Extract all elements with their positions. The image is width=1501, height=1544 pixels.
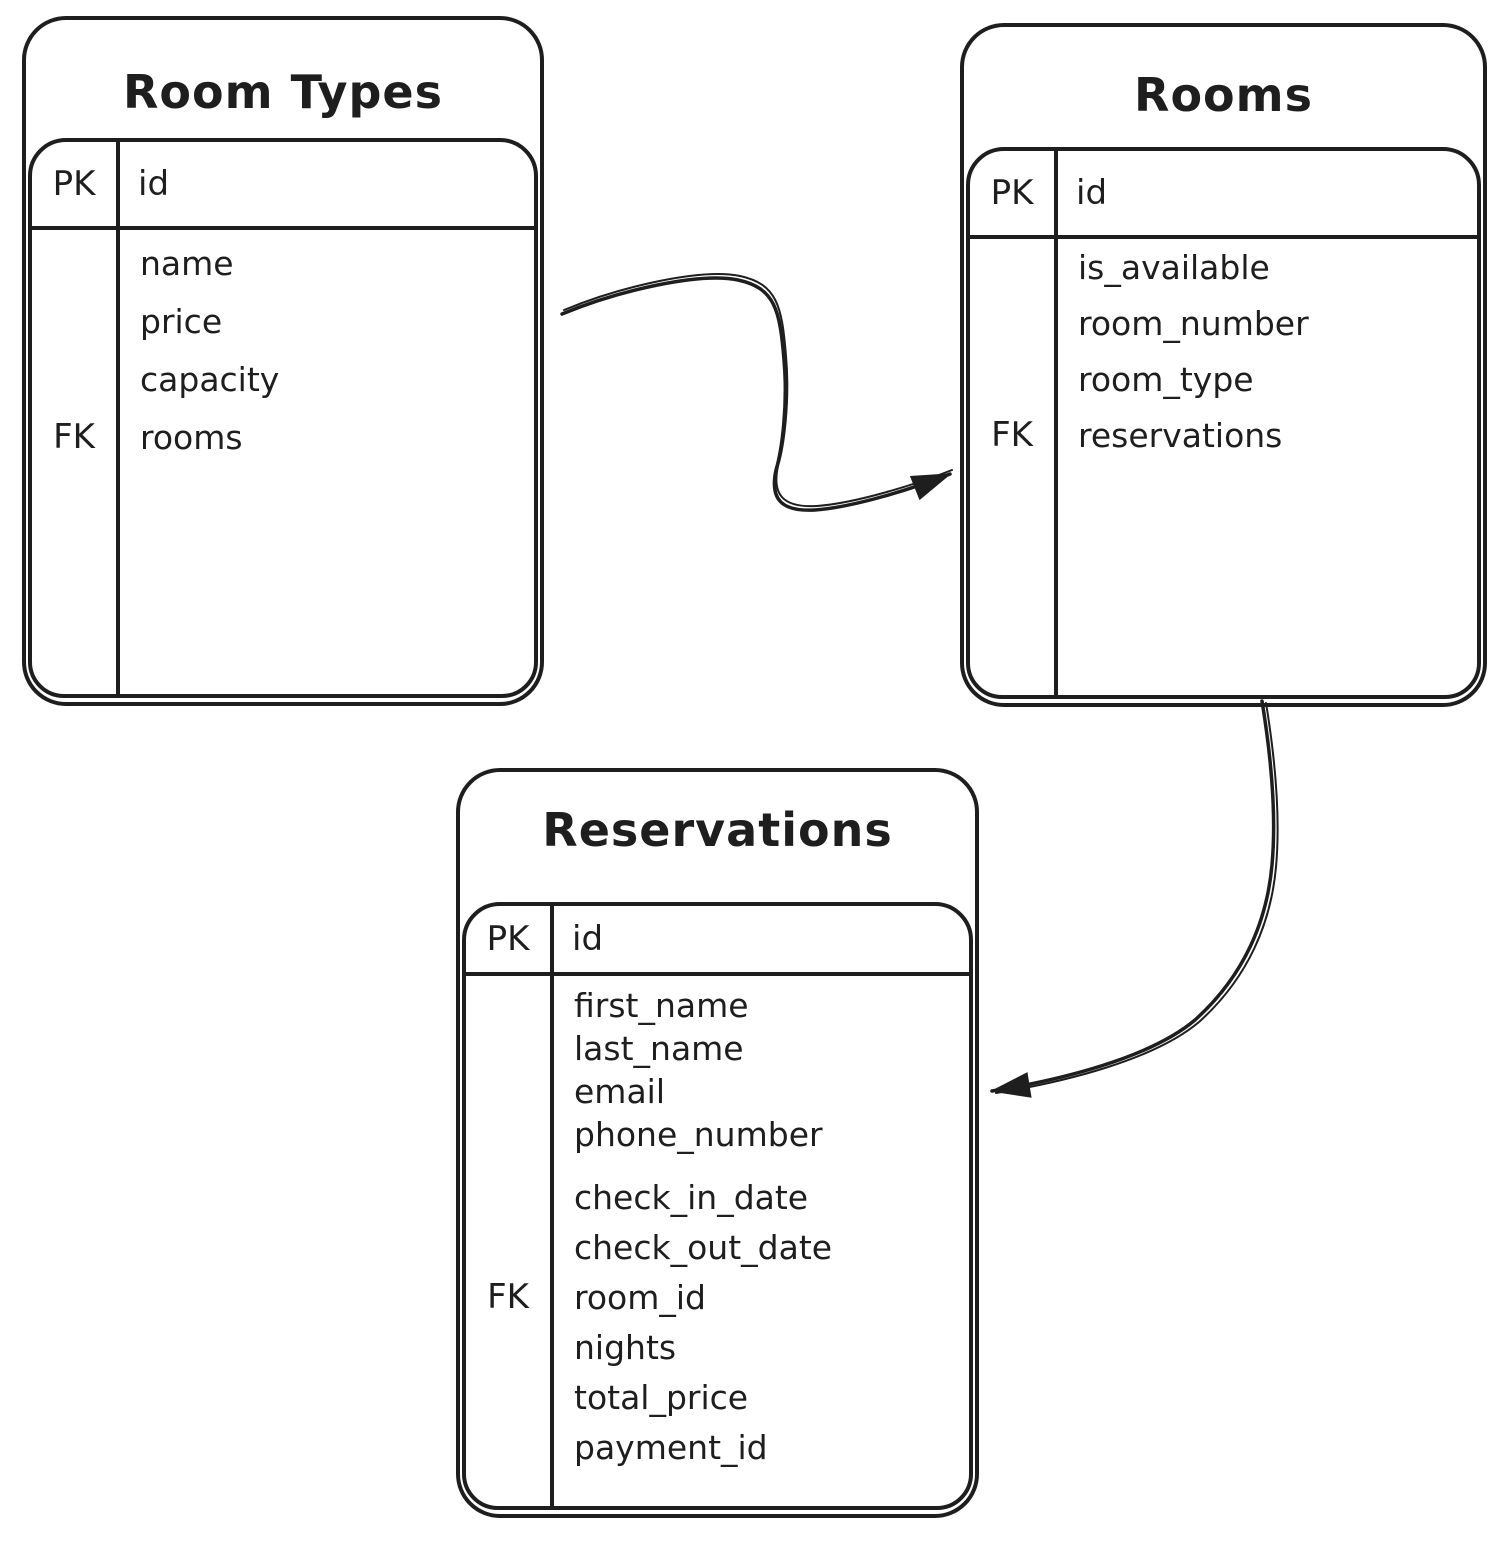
attribute-row: nights — [466, 1322, 969, 1372]
pk-field: id — [572, 919, 604, 959]
attribute-name: check_out_date — [574, 1227, 833, 1267]
attribute-row: room_number — [970, 295, 1477, 351]
attribute-rows: is_available room_number room_type FK re… — [970, 239, 1477, 695]
attribute-row: total_price — [466, 1372, 969, 1422]
attribute-name: phone_number — [574, 1115, 823, 1154]
entity-title: Reservations — [542, 803, 893, 857]
attribute-name: total_price — [574, 1377, 749, 1417]
attribute-name: room_number — [1078, 303, 1309, 343]
attribute-row: last_name — [466, 1027, 969, 1070]
attribute-row: check_in_date — [466, 1172, 969, 1222]
key-column-divider — [116, 142, 120, 694]
attribute-row: price — [32, 292, 534, 350]
entity-room-types[interactable]: Room Types PK id name price capacity — [22, 16, 544, 706]
arrow-rooms-to-reservations[interactable] — [990, 699, 1276, 1098]
attribute-name: room_id — [574, 1277, 706, 1317]
attribute-row: is_available — [970, 239, 1477, 295]
attribute-row: first_name — [466, 984, 969, 1027]
primary-key-row: PK id — [32, 142, 534, 230]
attribute-row: email — [466, 1070, 969, 1113]
primary-key-row: PK id — [970, 151, 1477, 239]
attribute-name: payment_id — [574, 1427, 768, 1467]
attribute-row: payment_id — [466, 1422, 969, 1472]
attribute-name: is_available — [1078, 247, 1270, 287]
pk-badge: PK — [486, 919, 530, 959]
key-column-divider — [550, 906, 554, 1506]
attribute-rows: name price capacity FK rooms — [32, 230, 534, 694]
attribute-name: nights — [574, 1327, 677, 1367]
key-column-divider — [1054, 151, 1058, 695]
attribute-row: FK rooms — [32, 408, 534, 466]
attribute-row: phone_number — [466, 1113, 969, 1156]
attribute-name: check_in_date — [574, 1177, 809, 1217]
entity-title: Room Types — [123, 65, 443, 119]
attribute-name: last_name — [574, 1029, 744, 1068]
entity-reservations[interactable]: Reservations PK id first_name last_name … — [456, 768, 979, 1518]
fk-badge: FK — [991, 415, 1033, 455]
pk-field: id — [1076, 173, 1108, 213]
attribute-row: capacity — [32, 350, 534, 408]
fk-badge: FK — [487, 1277, 529, 1317]
entity-rooms[interactable]: Rooms PK id is_available room_number roo… — [960, 23, 1487, 707]
attribute-row: FK reservations — [970, 407, 1477, 463]
attribute-name: capacity — [140, 359, 280, 399]
attribute-box: PK id name price capacity FK roo — [28, 138, 538, 698]
entity-title: Rooms — [1134, 68, 1313, 122]
primary-key-row: PK id — [466, 906, 969, 976]
attribute-name: price — [140, 301, 223, 341]
pk-field: id — [138, 164, 170, 204]
attribute-rows: first_name last_name email phone_number … — [466, 976, 969, 1506]
attribute-name: rooms — [140, 417, 243, 457]
attribute-row: check_out_date — [466, 1222, 969, 1272]
attribute-name: first_name — [574, 986, 749, 1025]
attribute-box: PK id is_available room_number room_type… — [966, 147, 1481, 699]
attribute-row: name — [32, 234, 534, 292]
attribute-row: FK room_id — [466, 1272, 969, 1322]
attribute-row: room_type — [970, 351, 1477, 407]
arrow-room-types-to-rooms-sketch-stroke — [563, 273, 953, 508]
pk-badge: PK — [990, 173, 1034, 213]
attribute-name: name — [140, 243, 234, 283]
pk-badge: PK — [52, 164, 96, 204]
fk-badge: FK — [53, 417, 95, 457]
attribute-name: room_type — [1078, 359, 1254, 399]
attribute-box: PK id first_name last_name email — [462, 902, 973, 1510]
arrow-rooms-to-reservations-sketch-stroke — [995, 702, 1279, 1094]
attribute-name: email — [574, 1072, 666, 1111]
arrow-room-types-to-rooms[interactable] — [560, 276, 952, 512]
attribute-name: reservations — [1078, 415, 1283, 455]
